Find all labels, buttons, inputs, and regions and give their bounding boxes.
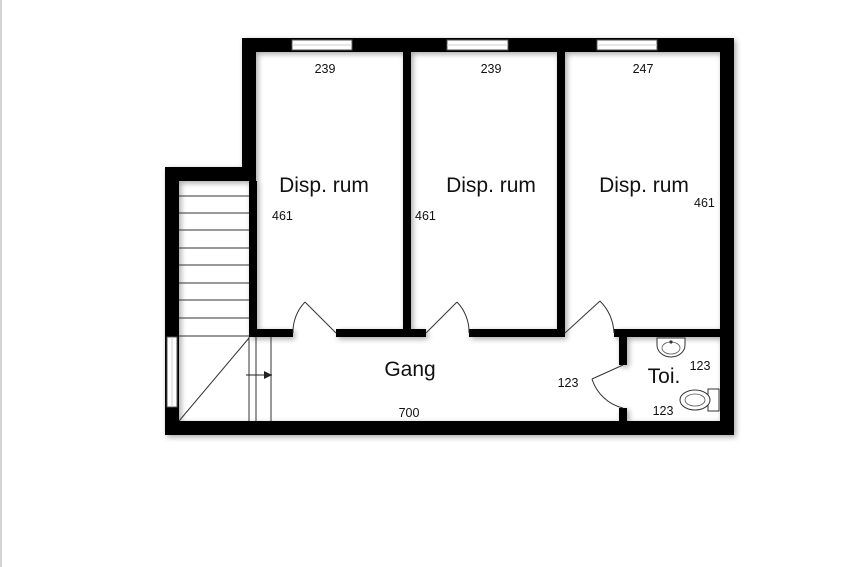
wall-corridor-2: [336, 329, 426, 337]
dim-toilet-width: 123: [690, 359, 711, 373]
dim-toilet-depth: 123: [653, 404, 674, 418]
wall-toilet-upper: [619, 337, 627, 365]
room-label-3: Disp. rum: [599, 174, 689, 197]
wall-divider-2: [557, 52, 565, 337]
dim-room-3-width: 247: [633, 62, 654, 76]
stair-arrow-icon: [246, 371, 272, 379]
room-label-toilet: Toi.: [648, 365, 681, 388]
wall-stair-right: [249, 181, 257, 337]
wall-corridor-1: [249, 329, 293, 337]
doors: [292, 300, 624, 409]
wall-stair-top: [165, 167, 256, 181]
sink-icon: [656, 337, 686, 358]
dim-corridor-length: 700: [399, 406, 420, 420]
dim-room-2-depth: 461: [415, 209, 436, 223]
toilet-icon: [679, 388, 720, 412]
wall-divider-1: [403, 52, 411, 337]
staircase: [178, 195, 272, 422]
dim-room-3-depth: 461: [694, 196, 715, 210]
dim-room-1-width: 239: [315, 62, 336, 76]
door-toilet: [591, 364, 624, 409]
door-room-1: [292, 301, 337, 334]
room-label-2: Disp. rum: [446, 174, 536, 197]
wall-corridor-4: [614, 329, 727, 337]
wall-left-upper: [242, 38, 256, 181]
room-label-corridor: Gang: [384, 358, 435, 381]
room-labels: Disp. rum Disp. rum Disp. rum Gang Toi.: [279, 174, 689, 388]
door-room-2: [425, 301, 470, 334]
wall-corridor-3: [469, 329, 565, 337]
walls: [165, 38, 734, 435]
windows: [166, 39, 658, 408]
dimension-labels: 239 239 247 461 461 461 700 123 123 123: [272, 62, 715, 420]
room-label-1: Disp. rum: [279, 174, 369, 197]
wall-right: [720, 38, 734, 435]
wall-toilet-lower: [619, 408, 627, 421]
door-room-3: [564, 300, 615, 334]
dim-room-2-width: 239: [481, 62, 502, 76]
dim-corridor-depth: 123: [558, 376, 579, 390]
dim-room-1-depth: 461: [272, 209, 293, 223]
wall-bottom: [165, 421, 734, 435]
